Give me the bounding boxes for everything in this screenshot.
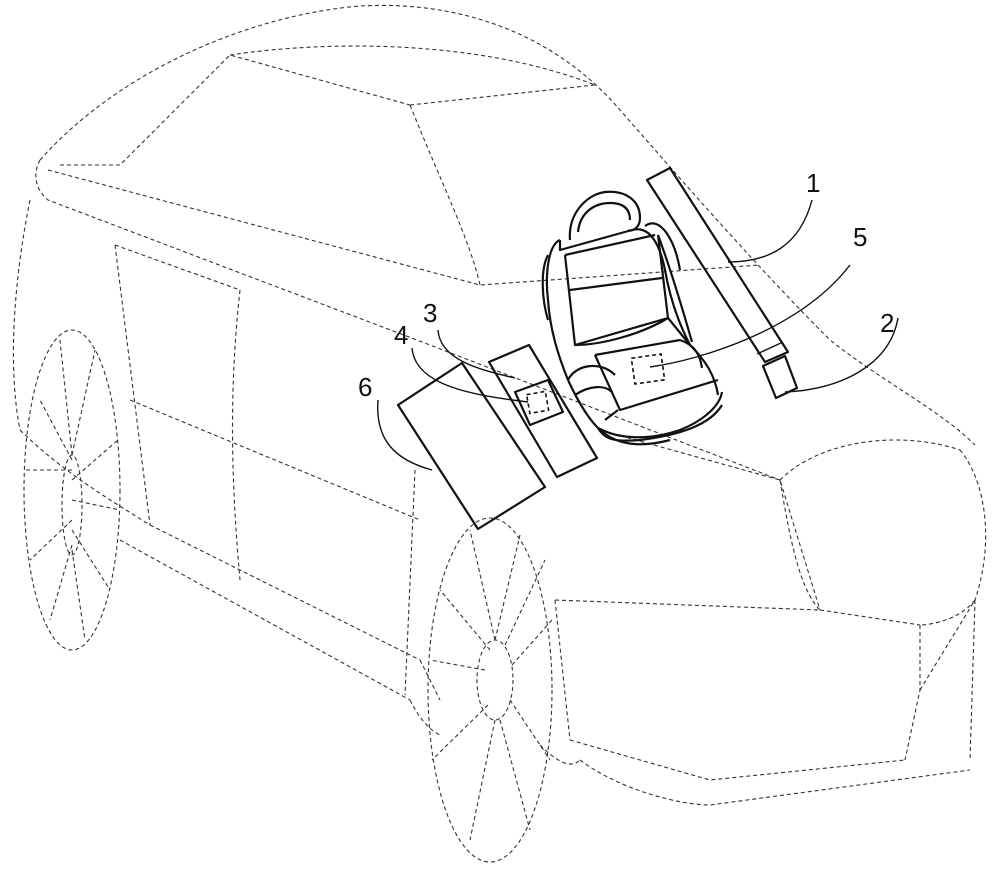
seat-sensor-5 [630,353,666,385]
component-rail-1 [645,166,790,364]
rear-wheel [23,329,121,651]
seat [541,190,724,446]
component-panel-3 [487,343,599,479]
ref-label-1: 1 [806,168,820,198]
leader-lines [377,199,899,471]
ref-label-5: 5 [853,222,867,252]
component-block-2 [761,354,799,400]
component-panel-6 [396,361,547,531]
component-module-4 [513,378,565,427]
front-wheel [427,517,553,863]
ref-label-4: 4 [394,320,408,350]
car-body-outline [12,4,987,806]
ref-label-2: 2 [880,308,894,338]
ref-label-3: 3 [423,298,437,328]
ref-label-6: 6 [358,372,372,402]
reference-numerals: 1 2 3 4 5 6 [358,168,894,402]
